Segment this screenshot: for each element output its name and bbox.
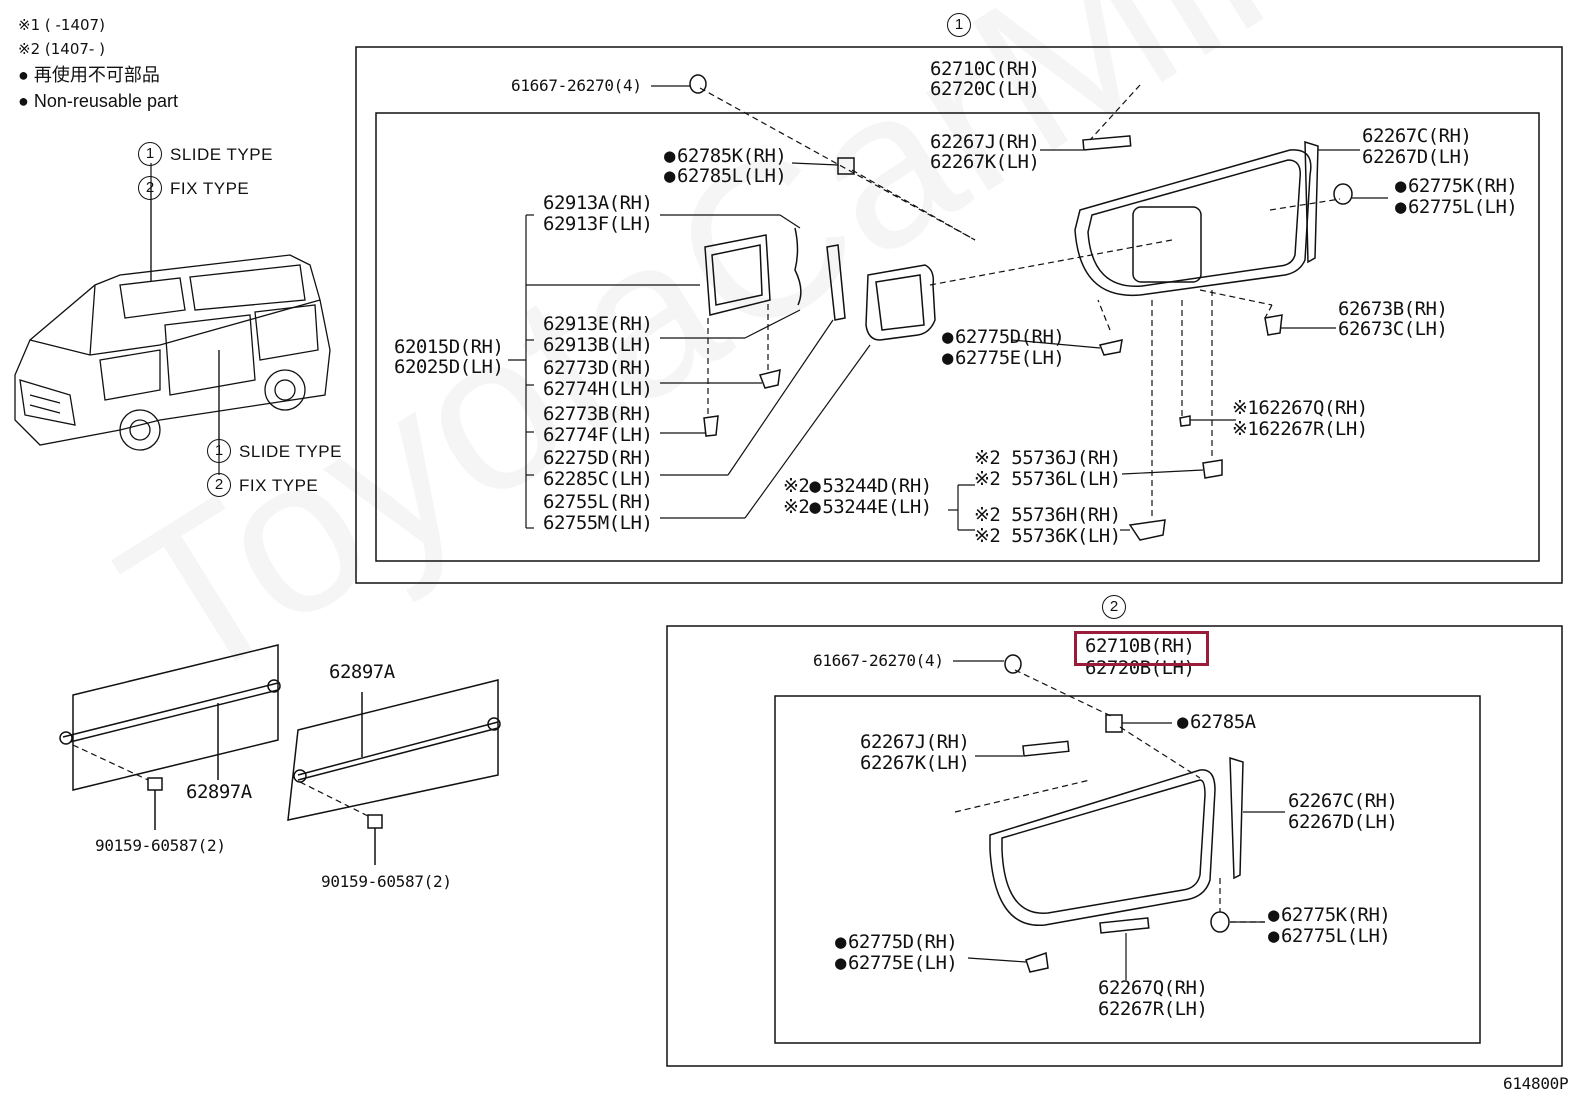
box1-glass-drawing xyxy=(689,74,1353,541)
box2-dashed-guides xyxy=(954,669,1265,923)
legend-jp: ● 再使用不可部品 xyxy=(18,65,160,85)
box1-62275d[interactable]: 62275D(RH) xyxy=(543,447,653,469)
box2-62775e[interactable]: 62775E(LH) xyxy=(835,954,958,973)
box1-dashed-guides xyxy=(699,84,1341,520)
rail-right-dashed xyxy=(299,781,371,818)
box1-62015d[interactable]: 62015D(RH) xyxy=(394,336,504,358)
box1-outer-frame xyxy=(355,46,1563,584)
note-1: ※1 ( -1407) xyxy=(18,16,105,34)
box1-glass-rh[interactable]: 62710C(RH) xyxy=(930,58,1040,80)
box1-55736j[interactable]: ※2 55736J(RH) xyxy=(974,447,1121,469)
box1-62673c[interactable]: 62673C(LH) xyxy=(1338,318,1448,340)
bullet-dot-icon: ● xyxy=(18,91,29,111)
box1-62775e[interactable]: 62775E(LH) xyxy=(942,349,1065,368)
van-pointer-lines xyxy=(150,163,220,475)
box2-62267r[interactable]: 62267R(LH) xyxy=(1098,998,1208,1020)
van-illustration xyxy=(14,254,331,451)
note-2: ※2 (1407- ) xyxy=(18,40,105,58)
box1-62785l[interactable]: 62785L(LH) xyxy=(664,167,787,186)
box1-62673b[interactable]: 62673B(RH) xyxy=(1338,298,1448,320)
type-circle-2b: 2 xyxy=(207,473,231,497)
diagram-code: 614800P xyxy=(1503,1074,1569,1093)
box2-bolt-label[interactable]: 61667-26270(4) xyxy=(813,651,944,670)
box1-62775l[interactable]: 62775L(LH) xyxy=(1395,198,1518,217)
rail-right-drawing xyxy=(287,679,501,865)
box1-62025d[interactable]: 62025D(LH) xyxy=(394,356,504,378)
box1-62267j[interactable]: 62267J(RH) xyxy=(930,131,1040,153)
box2-leader-lines xyxy=(953,660,1285,980)
fix-type-label: FIX TYPE xyxy=(170,179,250,198)
box1-glass-lh[interactable]: 62720C(LH) xyxy=(930,78,1040,100)
rail-left-label[interactable]: 62897A xyxy=(186,781,252,803)
box2-circle: 2 xyxy=(1102,595,1126,619)
box2-62775k[interactable]: 62775K(RH) xyxy=(1268,906,1391,925)
box1-circle: 1 xyxy=(947,13,971,37)
box2-62267d[interactable]: 62267D(LH) xyxy=(1288,811,1398,833)
type-circle-1: 1 xyxy=(138,142,162,166)
box1-62913e[interactable]: 62913E(RH) xyxy=(543,313,653,335)
box1-bolt-label[interactable]: 61667-26270(4) xyxy=(511,76,642,95)
box1-62755m[interactable]: 62755M(LH) xyxy=(543,512,653,534)
box1-inner-frame xyxy=(375,112,1540,562)
box1-62913f[interactable]: 62913F(LH) xyxy=(543,213,653,235)
box1-62267c[interactable]: 62267C(RH) xyxy=(1362,125,1472,147)
box2-outer-frame xyxy=(666,625,1563,1067)
box1-62267r[interactable]: ※162267R(LH) xyxy=(1232,418,1368,440)
box2-glass-rh[interactable]: 62710B(RH) xyxy=(1085,635,1195,657)
fix-type-label-b: FIX TYPE xyxy=(239,476,319,495)
box1-62913b[interactable]: 62913B(LH) xyxy=(543,334,653,356)
type-circle-1b: 1 xyxy=(207,439,231,463)
rail-left-drawing xyxy=(59,644,281,830)
box1-62774h[interactable]: 62774H(LH) xyxy=(543,378,653,400)
box1-62785k[interactable]: 62785K(RH) xyxy=(664,147,787,166)
highlight-box xyxy=(1074,631,1209,666)
box1-53244d[interactable]: ※253244D(RH) xyxy=(783,475,932,497)
box2-62267k[interactable]: 62267K(LH) xyxy=(860,752,970,774)
box2-62775d[interactable]: 62775D(RH) xyxy=(835,933,958,952)
box1-62913a[interactable]: 62913A(RH) xyxy=(543,192,653,214)
box1-62775d[interactable]: 62775D(RH) xyxy=(942,328,1065,347)
screw-left-label[interactable]: 90159-60587(2) xyxy=(95,836,226,855)
box1-62774f[interactable]: 62774F(LH) xyxy=(543,424,653,446)
box2-inner-frame xyxy=(774,695,1481,1044)
box1-62267k[interactable]: 62267K(LH) xyxy=(930,151,1040,173)
box2-62785a[interactable]: 62785A xyxy=(1177,713,1256,732)
box1-leader-lines xyxy=(508,85,1388,531)
slide-type-label-b: SLIDE TYPE xyxy=(239,442,342,461)
box1-62267q[interactable]: ※162267Q(RH) xyxy=(1232,397,1368,419)
box1-62775k[interactable]: 62775K(RH) xyxy=(1395,177,1518,196)
screw-right-label[interactable]: 90159-60587(2) xyxy=(321,872,452,891)
box1-62267d[interactable]: 62267D(LH) xyxy=(1362,146,1472,168)
box2-62267q[interactable]: 62267Q(RH) xyxy=(1098,977,1208,999)
slide-type-label: SLIDE TYPE xyxy=(170,145,273,164)
box2-62267j[interactable]: 62267J(RH) xyxy=(860,731,970,753)
box1-62773b[interactable]: 62773B(RH) xyxy=(543,403,653,425)
legend-en: ● Non-reusable part xyxy=(18,91,178,111)
rail-left-dashed xyxy=(72,744,149,781)
box2-62267c[interactable]: 62267C(RH) xyxy=(1288,790,1398,812)
box1-55736k[interactable]: ※2 55736K(LH) xyxy=(974,525,1121,547)
bullet-dot-icon: ● xyxy=(18,65,29,85)
box1-62755l[interactable]: 62755L(RH) xyxy=(543,491,653,513)
box1-62773d[interactable]: 62773D(RH) xyxy=(543,357,653,379)
box1-55736h[interactable]: ※2 55736H(RH) xyxy=(974,504,1121,526)
box1-55736l[interactable]: ※2 55736L(LH) xyxy=(974,468,1121,490)
box1-53244e[interactable]: ※253244E(LH) xyxy=(783,496,932,518)
box2-glass-drawing xyxy=(989,654,1244,973)
rail-right-label[interactable]: 62897A xyxy=(329,661,395,683)
box2-62775l[interactable]: 62775L(LH) xyxy=(1268,927,1391,946)
box1-62285c[interactable]: 62285C(LH) xyxy=(543,468,653,490)
type-circle-2: 2 xyxy=(138,176,162,200)
